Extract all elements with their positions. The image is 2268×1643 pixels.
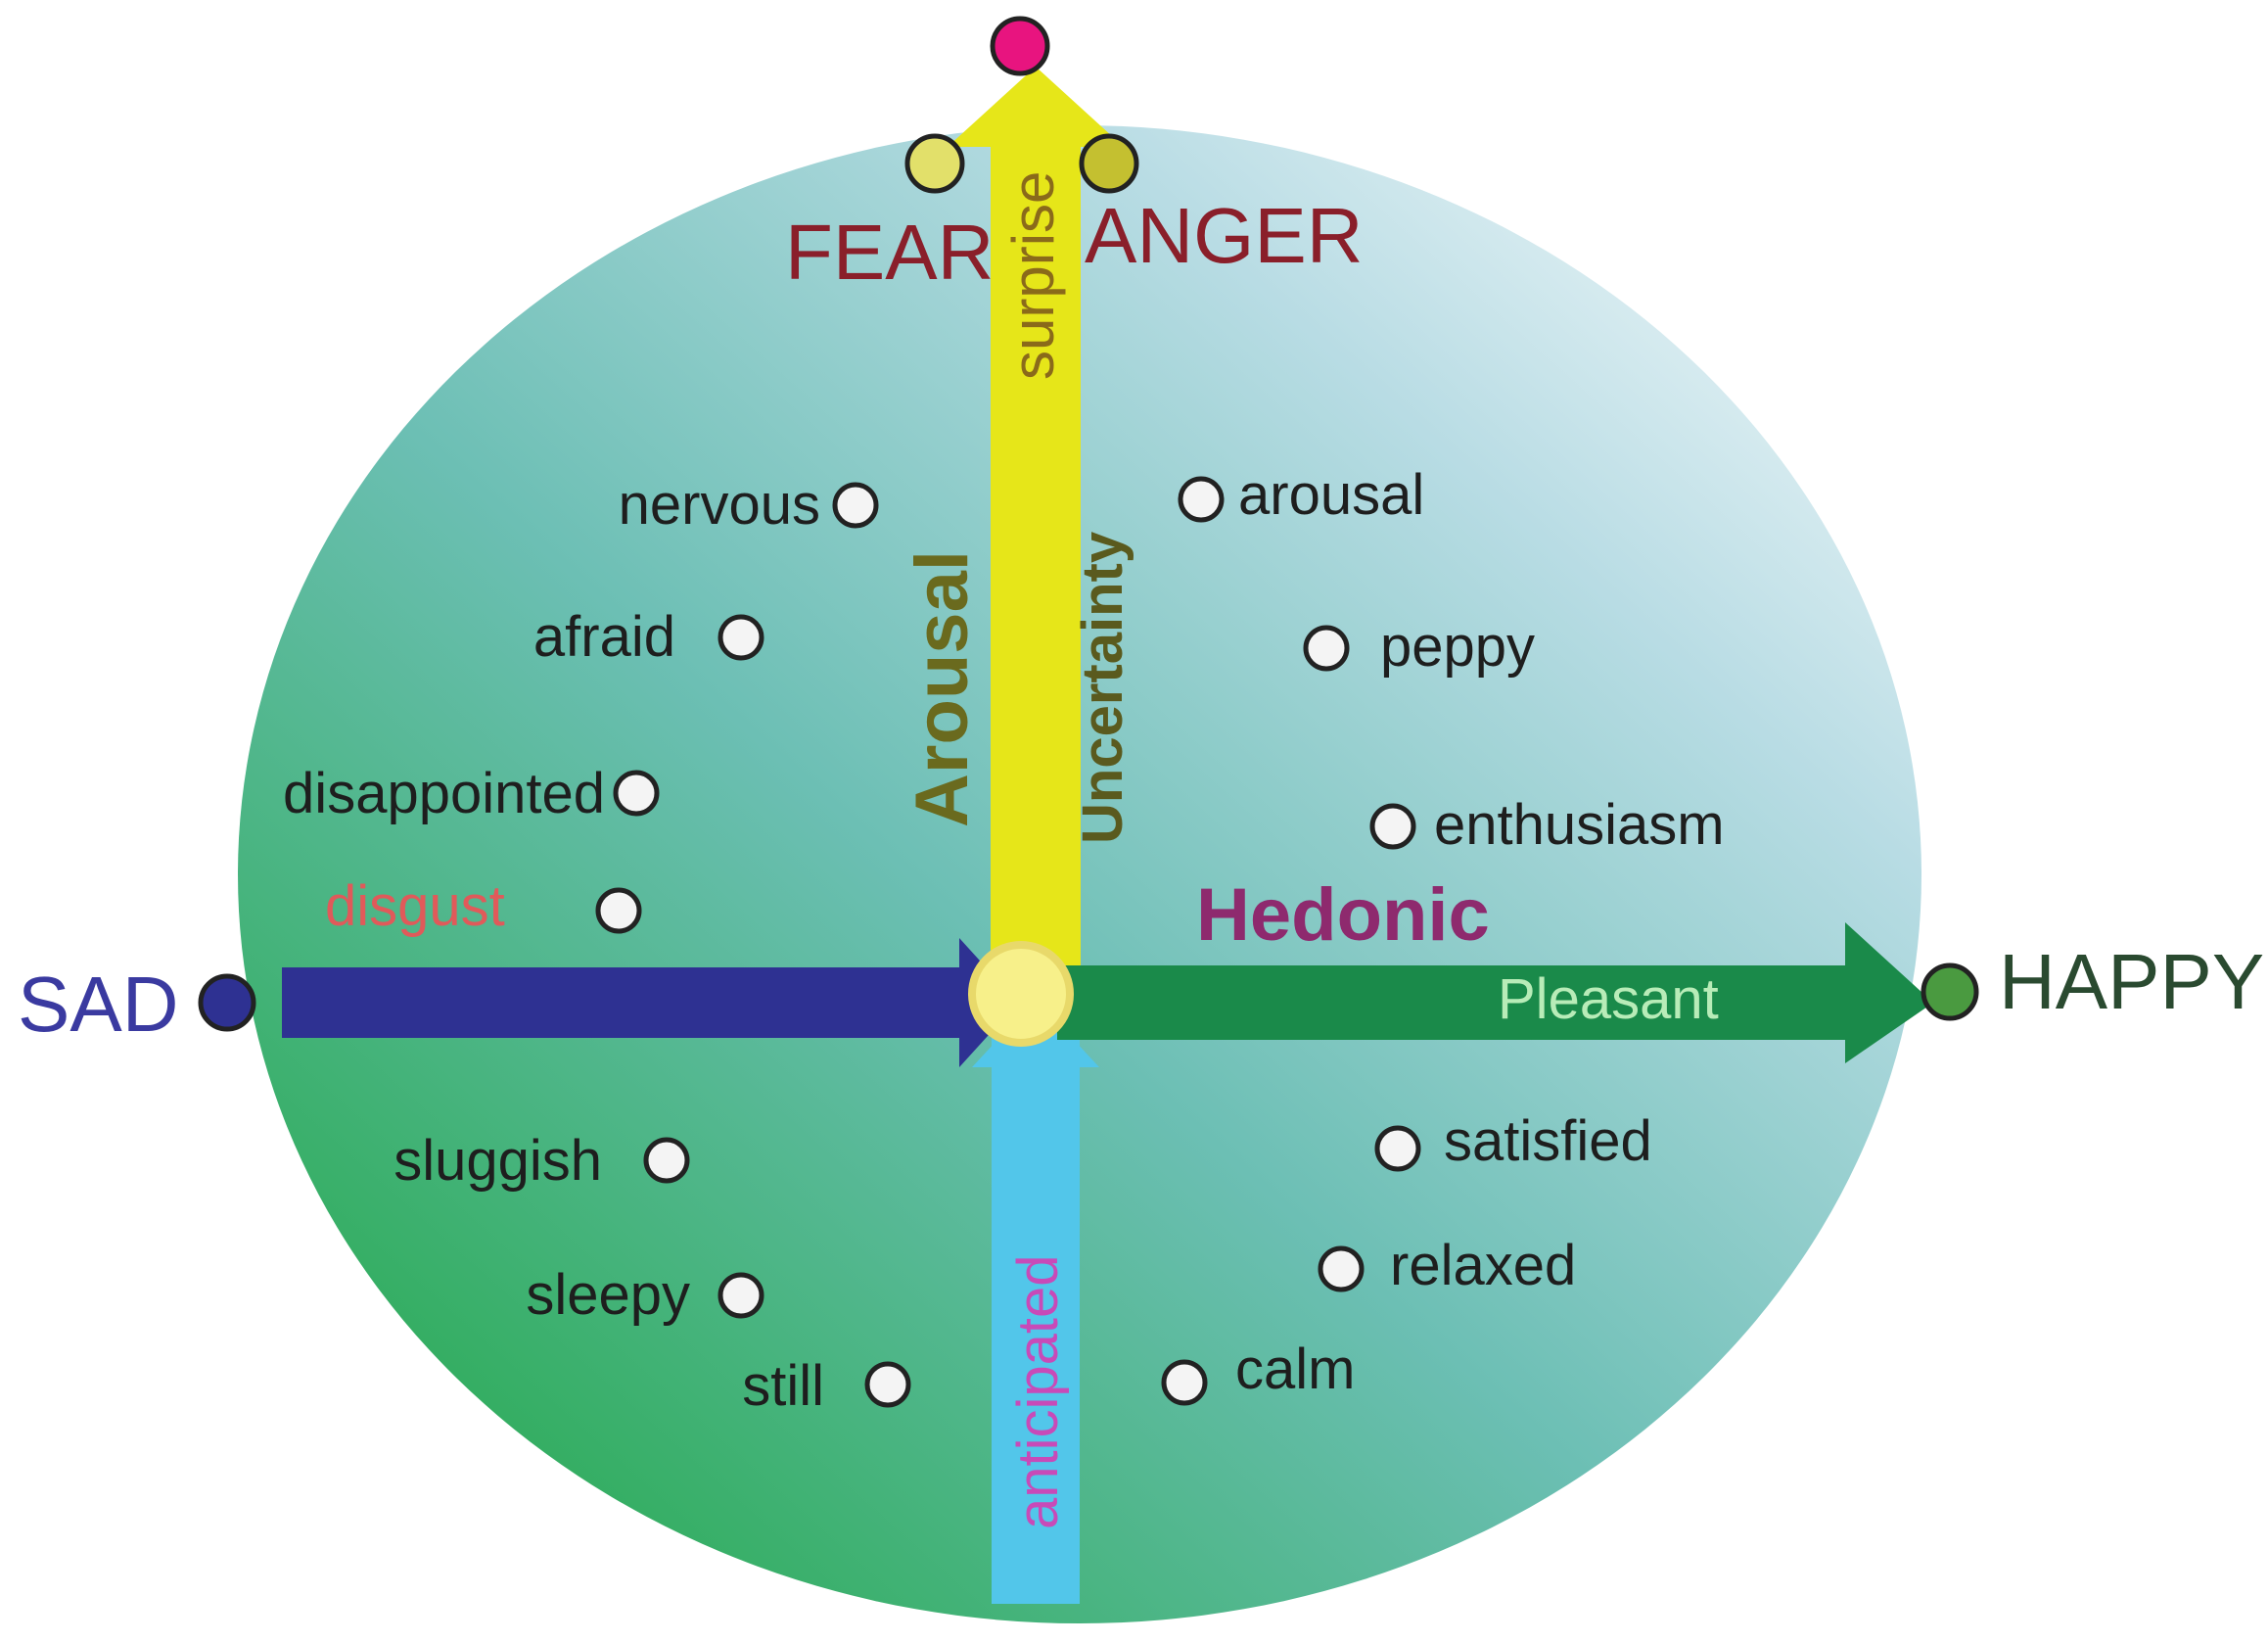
arousal-axis-label: Arousal [901, 550, 984, 827]
anticipated-axis-label: anticipated [1006, 1254, 1070, 1529]
disgust-dot [595, 887, 642, 934]
calm-label: calm [1235, 1338, 1355, 1401]
uncertainty-axis-label: Uncertainty [1071, 532, 1134, 844]
anticipated-arrow-body [992, 1038, 1080, 1604]
emotion-labels: nervous afraid disappointed arousal pepp… [283, 463, 1725, 1418]
fear-dot [904, 133, 965, 194]
relaxed-label: relaxed [1390, 1234, 1576, 1297]
satisfied-label: satisfied [1444, 1109, 1652, 1173]
arousal-arrow-body [991, 129, 1081, 991]
afraid-label: afraid [533, 605, 675, 669]
peppy-dot [1303, 625, 1350, 672]
happy-dot [1921, 962, 1979, 1021]
happy-arrowhead [1845, 922, 1933, 1063]
hedonic-axis-label: Hedonic [1196, 873, 1490, 957]
relaxed-dot [1318, 1245, 1365, 1292]
sleepy-dot [717, 1272, 764, 1319]
disappointed-dot [613, 770, 660, 817]
enthusiasm-dot [1369, 803, 1416, 850]
fear-label: FEAR [785, 209, 994, 296]
still-dot [864, 1361, 911, 1408]
sluggish-dot [643, 1137, 690, 1184]
emotion-dots [595, 476, 1421, 1408]
peppy-label: peppy [1380, 615, 1535, 679]
nervous-label: nervous [619, 473, 820, 537]
still-label: still [742, 1354, 824, 1418]
enthusiasm-label: enthusiasm [1434, 793, 1725, 857]
anger-dot [1079, 133, 1139, 194]
arousal-dot [1178, 476, 1225, 523]
sad-arrow-body [282, 967, 967, 1038]
sad-dot [198, 973, 256, 1032]
pleasant-axis-label: Pleasant [1498, 967, 1719, 1031]
anger-label: ANGER [1085, 192, 1364, 279]
arousal-label: arousal [1238, 463, 1424, 527]
center-origin-dot [968, 941, 1074, 1047]
surprise-label: surprise [1000, 171, 1066, 380]
calm-dot [1161, 1359, 1208, 1406]
happy-arrow-body [1057, 965, 1850, 1040]
sluggish-label: sluggish [393, 1129, 602, 1193]
nervous-dot [832, 482, 879, 529]
disappointed-label: disappointed [283, 762, 605, 825]
disgust-label: disgust [325, 874, 505, 938]
satisfied-dot [1374, 1125, 1421, 1172]
happy-label: HAPPY [1999, 938, 2264, 1025]
sleepy-label: sleepy [526, 1263, 690, 1327]
surprise-dot [990, 16, 1050, 76]
afraid-dot [717, 614, 764, 661]
arousal-arrowhead [948, 67, 1124, 147]
sad-label: SAD [18, 961, 179, 1048]
